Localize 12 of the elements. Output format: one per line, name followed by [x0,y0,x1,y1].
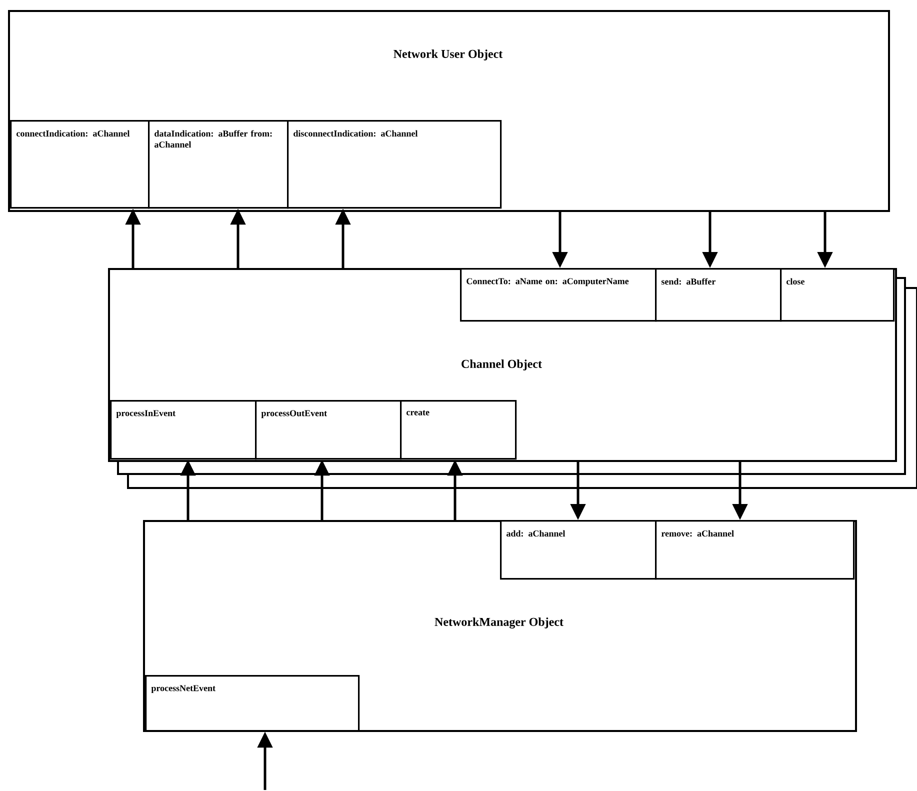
method-box: disconnectIndication: aChannel [287,120,502,209]
method-box: processNetEvent [145,675,360,732]
method-box: connectIndication: aChannel [10,120,150,209]
method-box: processOutEvent [255,400,402,460]
method-box: processInEvent [110,400,257,460]
method-box: remove: aChannel [655,520,855,580]
method-box: close [780,268,895,322]
method-box: add: aChannel [500,520,657,580]
method-box: ConnectTo: aName on: aComputerName [460,268,657,322]
method-box: create [400,400,517,460]
method-box: dataIndication: aBuffer from: aChannel [148,120,289,209]
method-box: send: aBuffer [655,268,782,322]
